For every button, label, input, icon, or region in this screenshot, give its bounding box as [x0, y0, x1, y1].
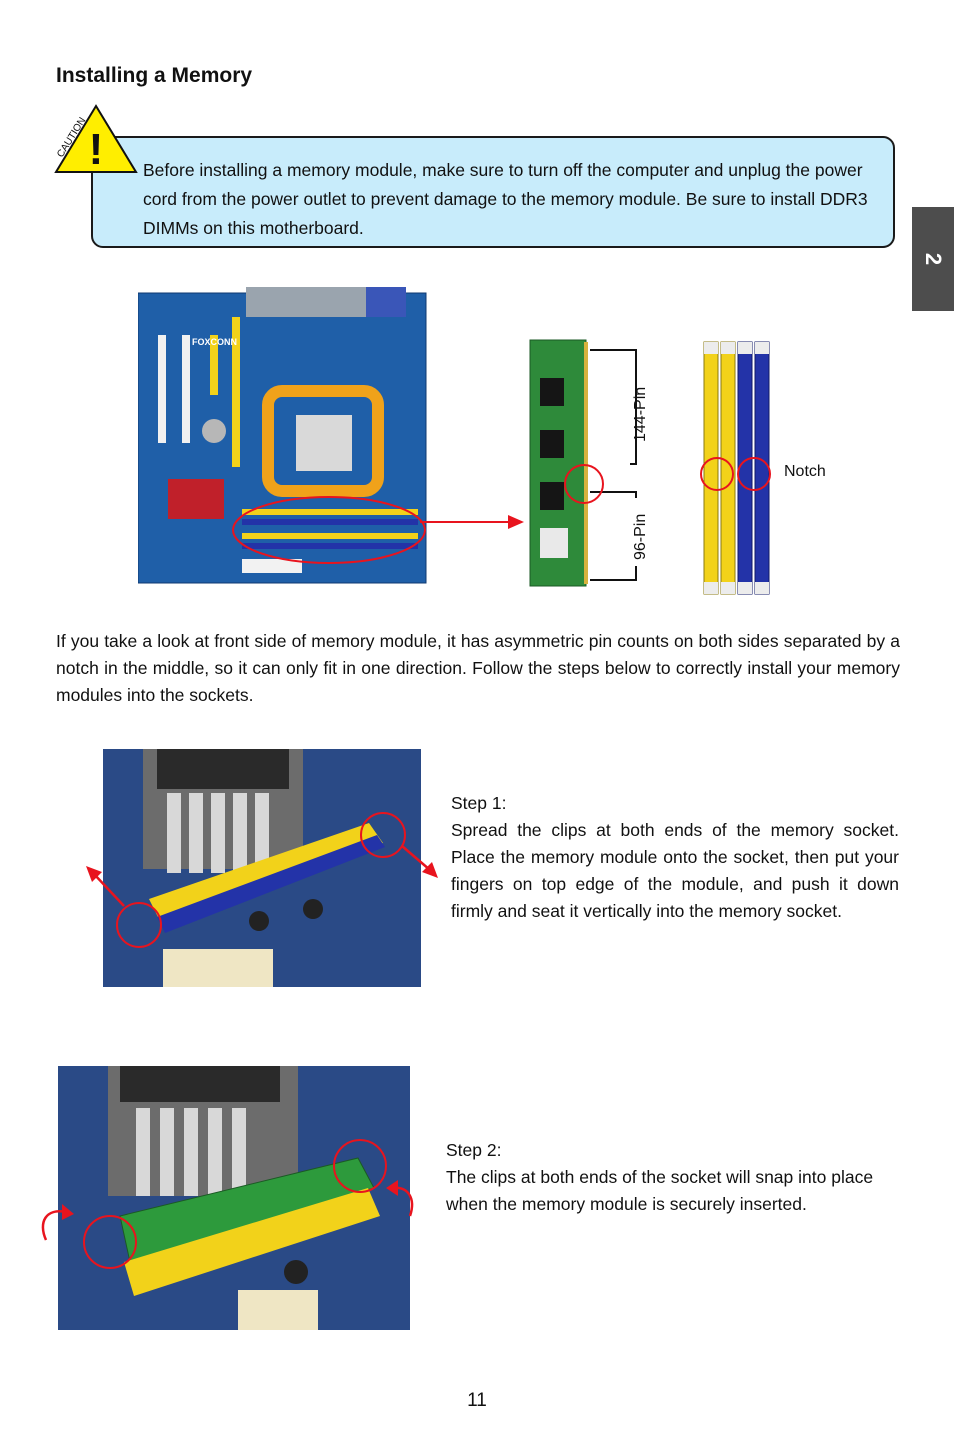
chapter-tab: 2: [912, 207, 954, 311]
caution-box: [91, 136, 895, 248]
step1-block: Step 1: Spread the clips at both ends of…: [451, 790, 899, 925]
step1-arrow-right-icon: [401, 845, 438, 878]
intro-paragraph: If you take a look at front side of memo…: [56, 631, 900, 705]
dimm-sockets: [700, 341, 771, 595]
svg-text:!: !: [89, 125, 104, 174]
board-brand: FOXCONN: [192, 337, 237, 347]
step2-arrow-left-icon: [41, 1204, 74, 1241]
step1-heading: Step 1:: [451, 793, 507, 813]
step1-arrow-left-icon: [86, 866, 125, 907]
step2-text: The clips at both ends of the socket wil…: [446, 1167, 874, 1214]
step2-block: Step 2: The clips at both ends of the so…: [446, 1137, 901, 1218]
step1-photo: [103, 749, 421, 987]
step2-heading: Step 2:: [446, 1140, 502, 1160]
chapter-number: 2: [921, 252, 946, 266]
step2-photo: [58, 1066, 410, 1330]
page-title: Installing a Memory: [56, 64, 253, 87]
pin-96-label: 96-Pin: [632, 514, 649, 560]
motherboard-illustration: FOXCONN: [138, 287, 427, 584]
memory-module-front: 144-Pin 96-Pin: [529, 339, 649, 587]
pointer-arrow: [420, 515, 524, 529]
step1-text: Spread the clips at both ends of the mem…: [451, 820, 899, 921]
page-number: 11: [467, 1390, 487, 1411]
step2-arrow-right-icon: [386, 1180, 414, 1217]
pin-144-label: 144-Pin: [632, 387, 649, 442]
caution-text: Before installing a memory module, make …: [143, 160, 868, 238]
warning-triangle-icon: ! CAUTION: [54, 104, 138, 174]
notch-label: Notch: [784, 463, 826, 480]
